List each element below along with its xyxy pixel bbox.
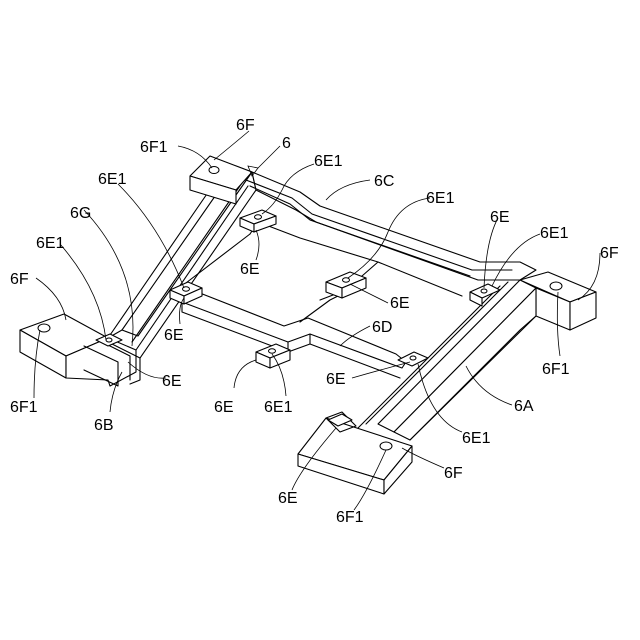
top-mount-hole: [209, 167, 219, 174]
label-6E1-bottom: 6E1: [264, 399, 293, 416]
bottom-mount-hole: [380, 442, 392, 450]
label-6D: 6D: [372, 319, 392, 336]
label-6F-left: 6F: [10, 271, 29, 288]
label-6B: 6B: [94, 417, 114, 434]
label-6F-bottom: 6F: [444, 465, 463, 482]
label-6E-top: 6E: [240, 261, 260, 278]
label-6E-bottom: 6E: [214, 399, 234, 416]
label-6E1-upper-left: 6E1: [98, 171, 127, 188]
label-6E-center: 6E: [390, 295, 410, 312]
label-6G: 6G: [70, 205, 91, 222]
label-6: 6: [282, 135, 291, 152]
tab-boss-top: [240, 210, 276, 232]
label-6F1-left: 6F1: [10, 399, 38, 416]
label-6E1-top: 6E1: [314, 153, 343, 170]
label-6E-bottom-rail: 6E: [278, 490, 298, 507]
label-6E-left: 6E: [164, 327, 184, 344]
label-6A: 6A: [514, 398, 534, 415]
label-6E-bottom-center: 6E: [326, 371, 346, 388]
label-6F-top: 6F: [236, 117, 255, 134]
tab-boss-center: [326, 272, 366, 298]
label-6F1-top: 6F1: [140, 139, 168, 156]
right-mount-hole: [550, 282, 562, 290]
label-6E1-right: 6E1: [540, 225, 569, 242]
frame-body: [20, 156, 596, 494]
label-6E1-center: 6E1: [426, 190, 455, 207]
label-6E-right-upper: 6E: [490, 209, 510, 226]
label-6F1-right: 6F1: [542, 361, 570, 378]
label-6E1-left: 6E1: [36, 235, 65, 252]
label-6F1-bottom: 6F1: [336, 509, 364, 526]
label-6F-right: 6F: [600, 245, 619, 262]
label-6E-left-rail: 6E: [162, 373, 182, 390]
label-6E1-lower-right: 6E1: [462, 430, 491, 447]
label-6C: 6C: [374, 173, 394, 190]
